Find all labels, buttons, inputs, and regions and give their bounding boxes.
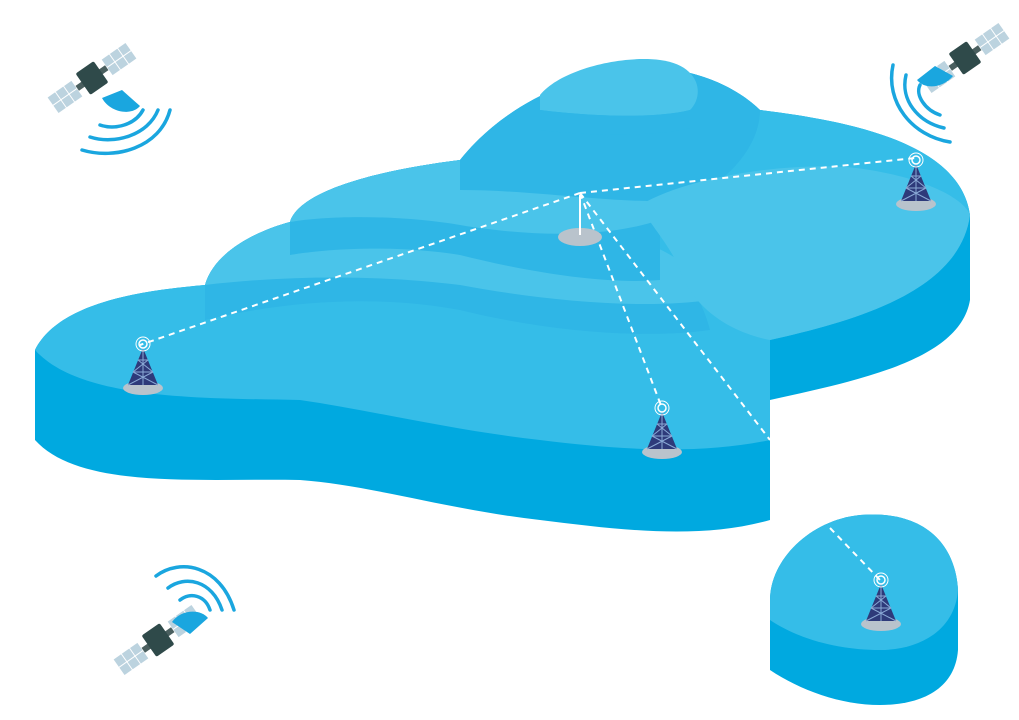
signal-wave-icon [154, 565, 236, 612]
right-plateau [640, 166, 970, 340]
network-links [139, 157, 916, 581]
tier-3-top [540, 59, 698, 116]
central-mast-icon [558, 195, 602, 246]
signal-wave-icon [80, 108, 172, 155]
satellite-icon [917, 19, 1013, 97]
small-island-top [770, 514, 958, 650]
satellite-icon [110, 601, 208, 679]
tier-3-top-side [540, 110, 690, 135]
satellite-icon [44, 39, 140, 117]
signal-wave-icon [889, 63, 952, 144]
